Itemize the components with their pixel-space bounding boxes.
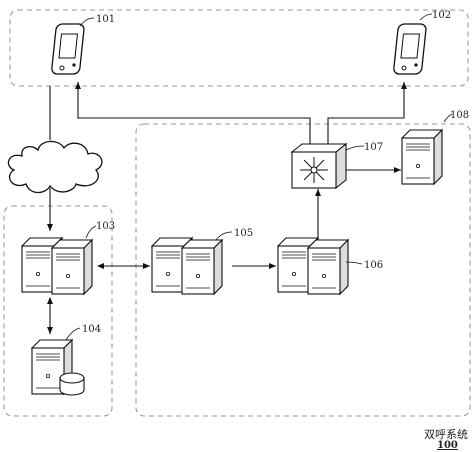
leader-108 — [443, 113, 453, 123]
leader-105 — [215, 231, 233, 241]
label-104: 104 — [82, 324, 101, 335]
region-terminals — [9, 9, 469, 87]
caption-number: 100 — [437, 440, 458, 451]
phone-icon-a — [50, 23, 86, 75]
leader-101 — [79, 17, 95, 27]
phone-icon-b — [392, 23, 428, 75]
label-108: 108 — [450, 110, 469, 121]
cloud-icon — [7, 140, 103, 194]
switch-to-phone-b-line — [327, 82, 407, 146]
connections — [47, 82, 407, 334]
label-102: 102 — [432, 10, 451, 21]
label-103: 103 — [96, 221, 115, 232]
server-icon-106-front — [307, 239, 349, 295]
leader-107 — [345, 145, 365, 151]
region-right-servers — [135, 123, 471, 417]
leader-106 — [345, 261, 363, 265]
server-icon-105-front — [181, 239, 223, 295]
leader-103 — [85, 225, 97, 239]
server-icon-108 — [401, 129, 443, 185]
leader-104 — [65, 327, 81, 341]
label-101: 101 — [96, 14, 115, 25]
label-106: 106 — [364, 260, 383, 271]
caption-title: 双呼系统 — [424, 428, 468, 441]
label-107: 107 — [364, 142, 383, 153]
database-disk-icon — [59, 372, 85, 396]
region-left-servers — [3, 205, 113, 417]
switch-icon — [290, 142, 348, 190]
server-icon-103-front — [51, 239, 93, 295]
switch-to-phone-a-line — [75, 82, 311, 146]
leader-102 — [419, 13, 433, 21]
label-105: 105 — [234, 228, 253, 239]
